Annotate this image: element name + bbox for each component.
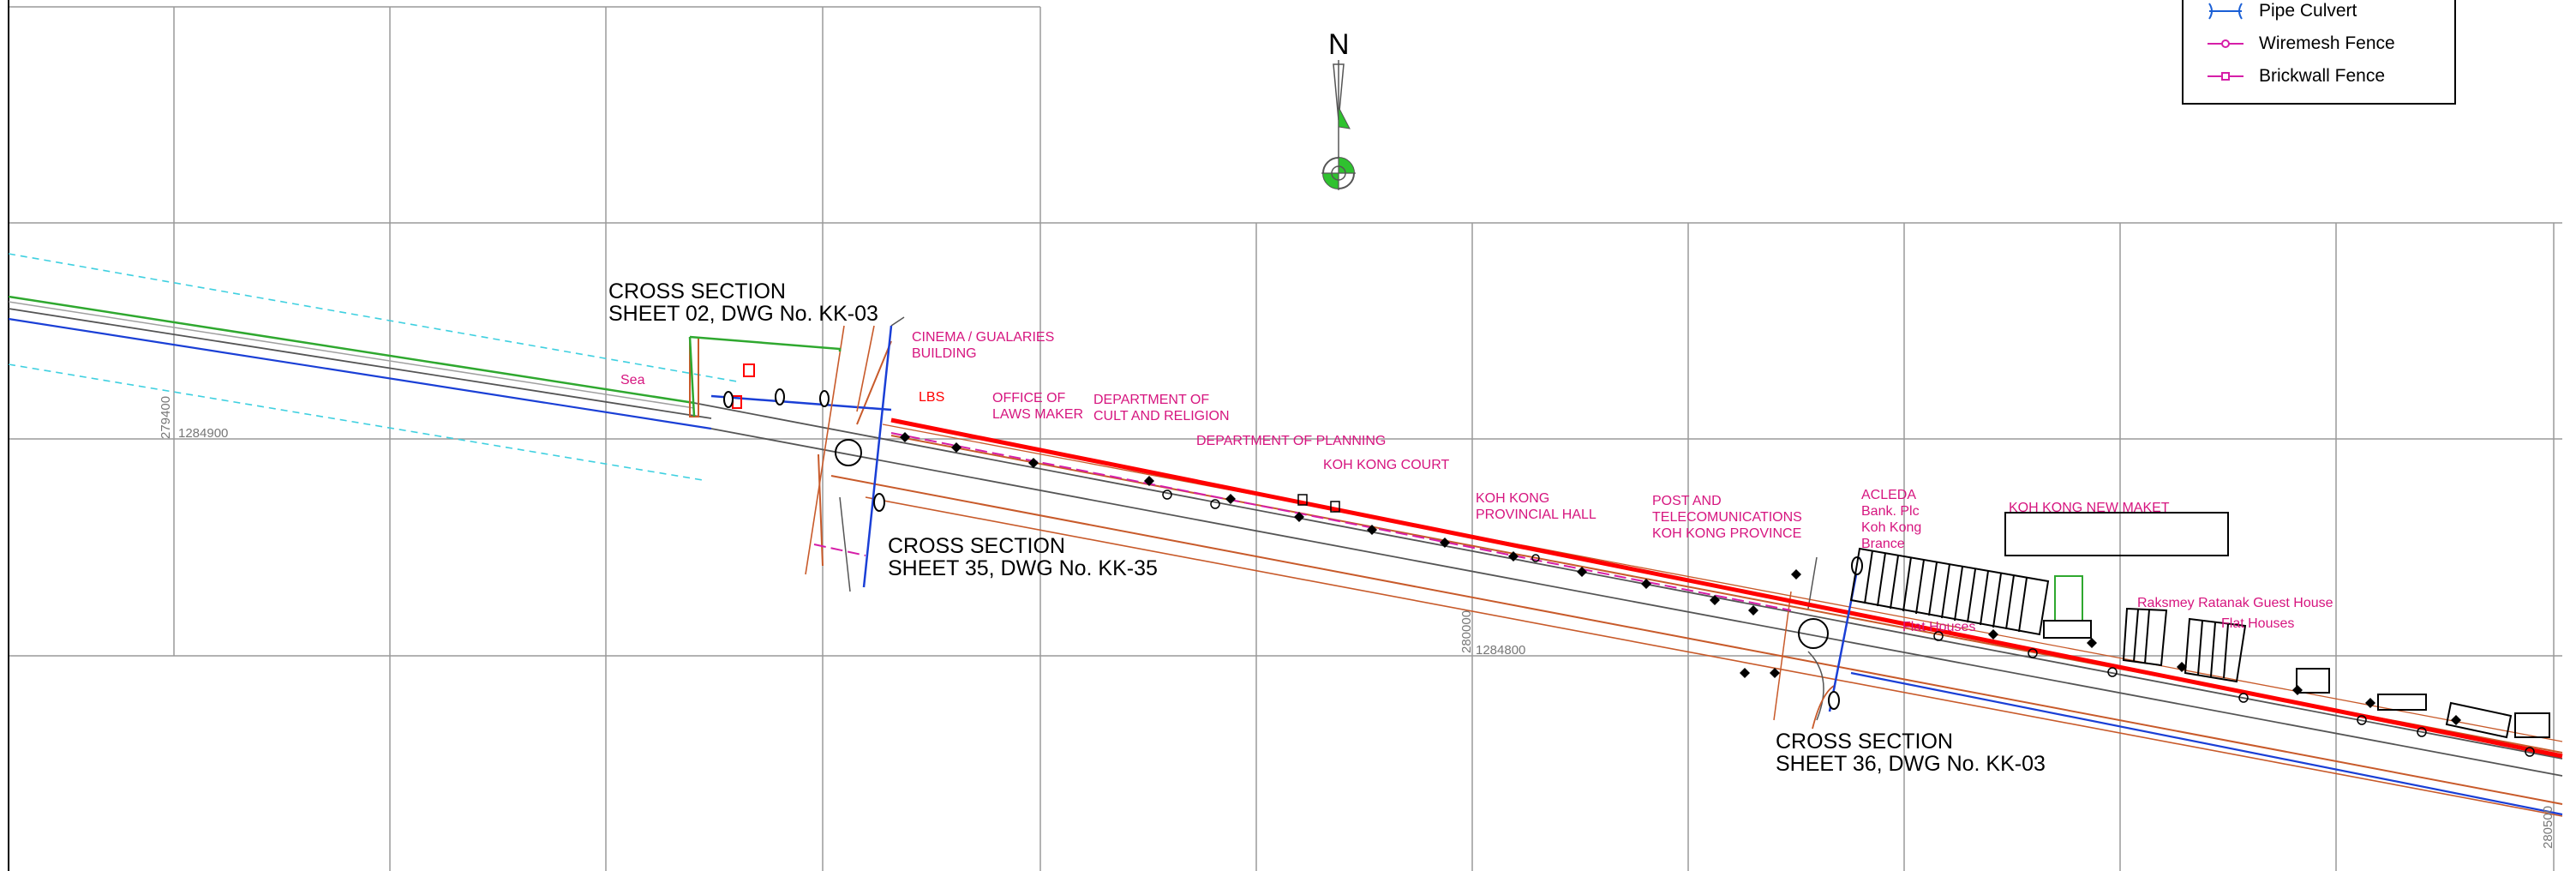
acleda-label-4: Brance [1861,537,1905,551]
raksmey-label: Raksmey Ratanak Guest House [2137,596,2333,610]
lbs-label: LBS [919,390,944,405]
cinema-label-1: CINEMA / GUALARIES [912,330,1054,345]
legend-label-wiremesh-fence: Wiremesh Fence [2259,33,2395,53]
junction-lines [805,325,875,575]
map-legend: Pipe Culvert Wiremesh Fence Brickwall Fe… [2182,0,2456,105]
north-arrow: N [1321,28,1356,190]
proposed-road-alignment [890,417,2563,759]
north-label: N [1328,28,1350,61]
grid-label-y-1284900: 1284900 [178,426,228,441]
post-label-2: TELECOMUNICATIONS [1652,510,1802,525]
grid-label-y-1284800: 1284800 [1476,643,1525,658]
court-label: KOH KONG COURT [1323,458,1450,472]
post-label-1: POST AND [1652,494,1722,508]
coordinate-grid [8,0,2562,871]
wiremesh-fence-icon [2208,39,2244,48]
cross-section-3-sheet: SHEET 36, DWG No. KK-03 [1776,752,2046,776]
acleda-label-2: Bank. Plc [1861,504,1920,519]
new-market-label: KOH KONG NEW MAKET [2009,501,2170,515]
cinema-label-2: BUILDING [912,346,977,361]
dept-cult-label-2: CULT AND RELIGION [1093,409,1230,423]
cross-section-3-title: CROSS SECTION [1776,730,1953,754]
provincial-hall-label-1: KOH KONG [1476,491,1549,506]
legend-label-brickwall-fence: Brickwall Fence [2259,66,2386,86]
fence-line [813,432,1792,611]
dept-cult-label-1: DEPARTMENT OF [1093,393,1209,407]
grid-label-x-279400: 279400 [159,396,173,439]
legend-item-brickwall-fence: Brickwall Fence [2204,63,2385,89]
market-building [1849,512,2550,739]
legend-item-wiremesh-fence: Wiremesh Fence [2204,31,2395,57]
grid-coordinates: 279400 1284900 280000 1284800 280500 [159,396,2555,849]
grid-label-x-280500: 280500 [2541,806,2555,849]
acleda-label-1: ACLEDA [1861,488,1916,502]
grid-label-x-280000: 280000 [1459,610,1474,653]
post-label-3: KOH KONG PROVINCE [1652,526,1801,541]
flat-houses-label-2: Flat Houses [2221,616,2294,631]
manholes [835,439,1829,649]
office-law-label-2: LAWS MAKER [992,407,1083,422]
cross-section-2-sheet: SHEET 35, DWG No. KK-35 [888,556,1158,580]
sea-label: Sea [620,373,645,387]
shoreline-lines [8,253,738,481]
cross-section-2-title: CROSS SECTION [888,534,1065,558]
acleda-label-3: Koh Kong [1861,520,1921,535]
office-law-label-1: OFFICE OF [992,391,1066,405]
cross-section-labels: CROSS SECTION SHEET 02, DWG No. KK-03 CR… [608,279,2046,776]
provincial-hall-label-2: PROVINCIAL HALL [1476,508,1597,522]
flat-houses-label-1: Flat Houses [1902,620,1975,634]
survey-markers [1162,490,2535,757]
dept-planning-label: DEPARTMENT OF PLANNING [1196,434,1386,448]
street-lights [900,432,2461,725]
cross-section-1-title: CROSS SECTION [608,279,786,303]
brickwall-fence-icon [2208,72,2244,81]
sea-area-buildings [688,335,842,417]
legend-label-pipe-culvert: Pipe Culvert [2259,1,2357,21]
legend-item-pipe-culvert: Pipe Culvert [2204,0,2357,24]
pipe-culvert-icon [2208,3,2243,20]
cross-section-1-sheet: SHEET 02, DWG No. KK-03 [608,302,878,326]
place-labels: Sea LBS CINEMA / GUALARIES BUILDING OFFI… [620,330,2333,634]
